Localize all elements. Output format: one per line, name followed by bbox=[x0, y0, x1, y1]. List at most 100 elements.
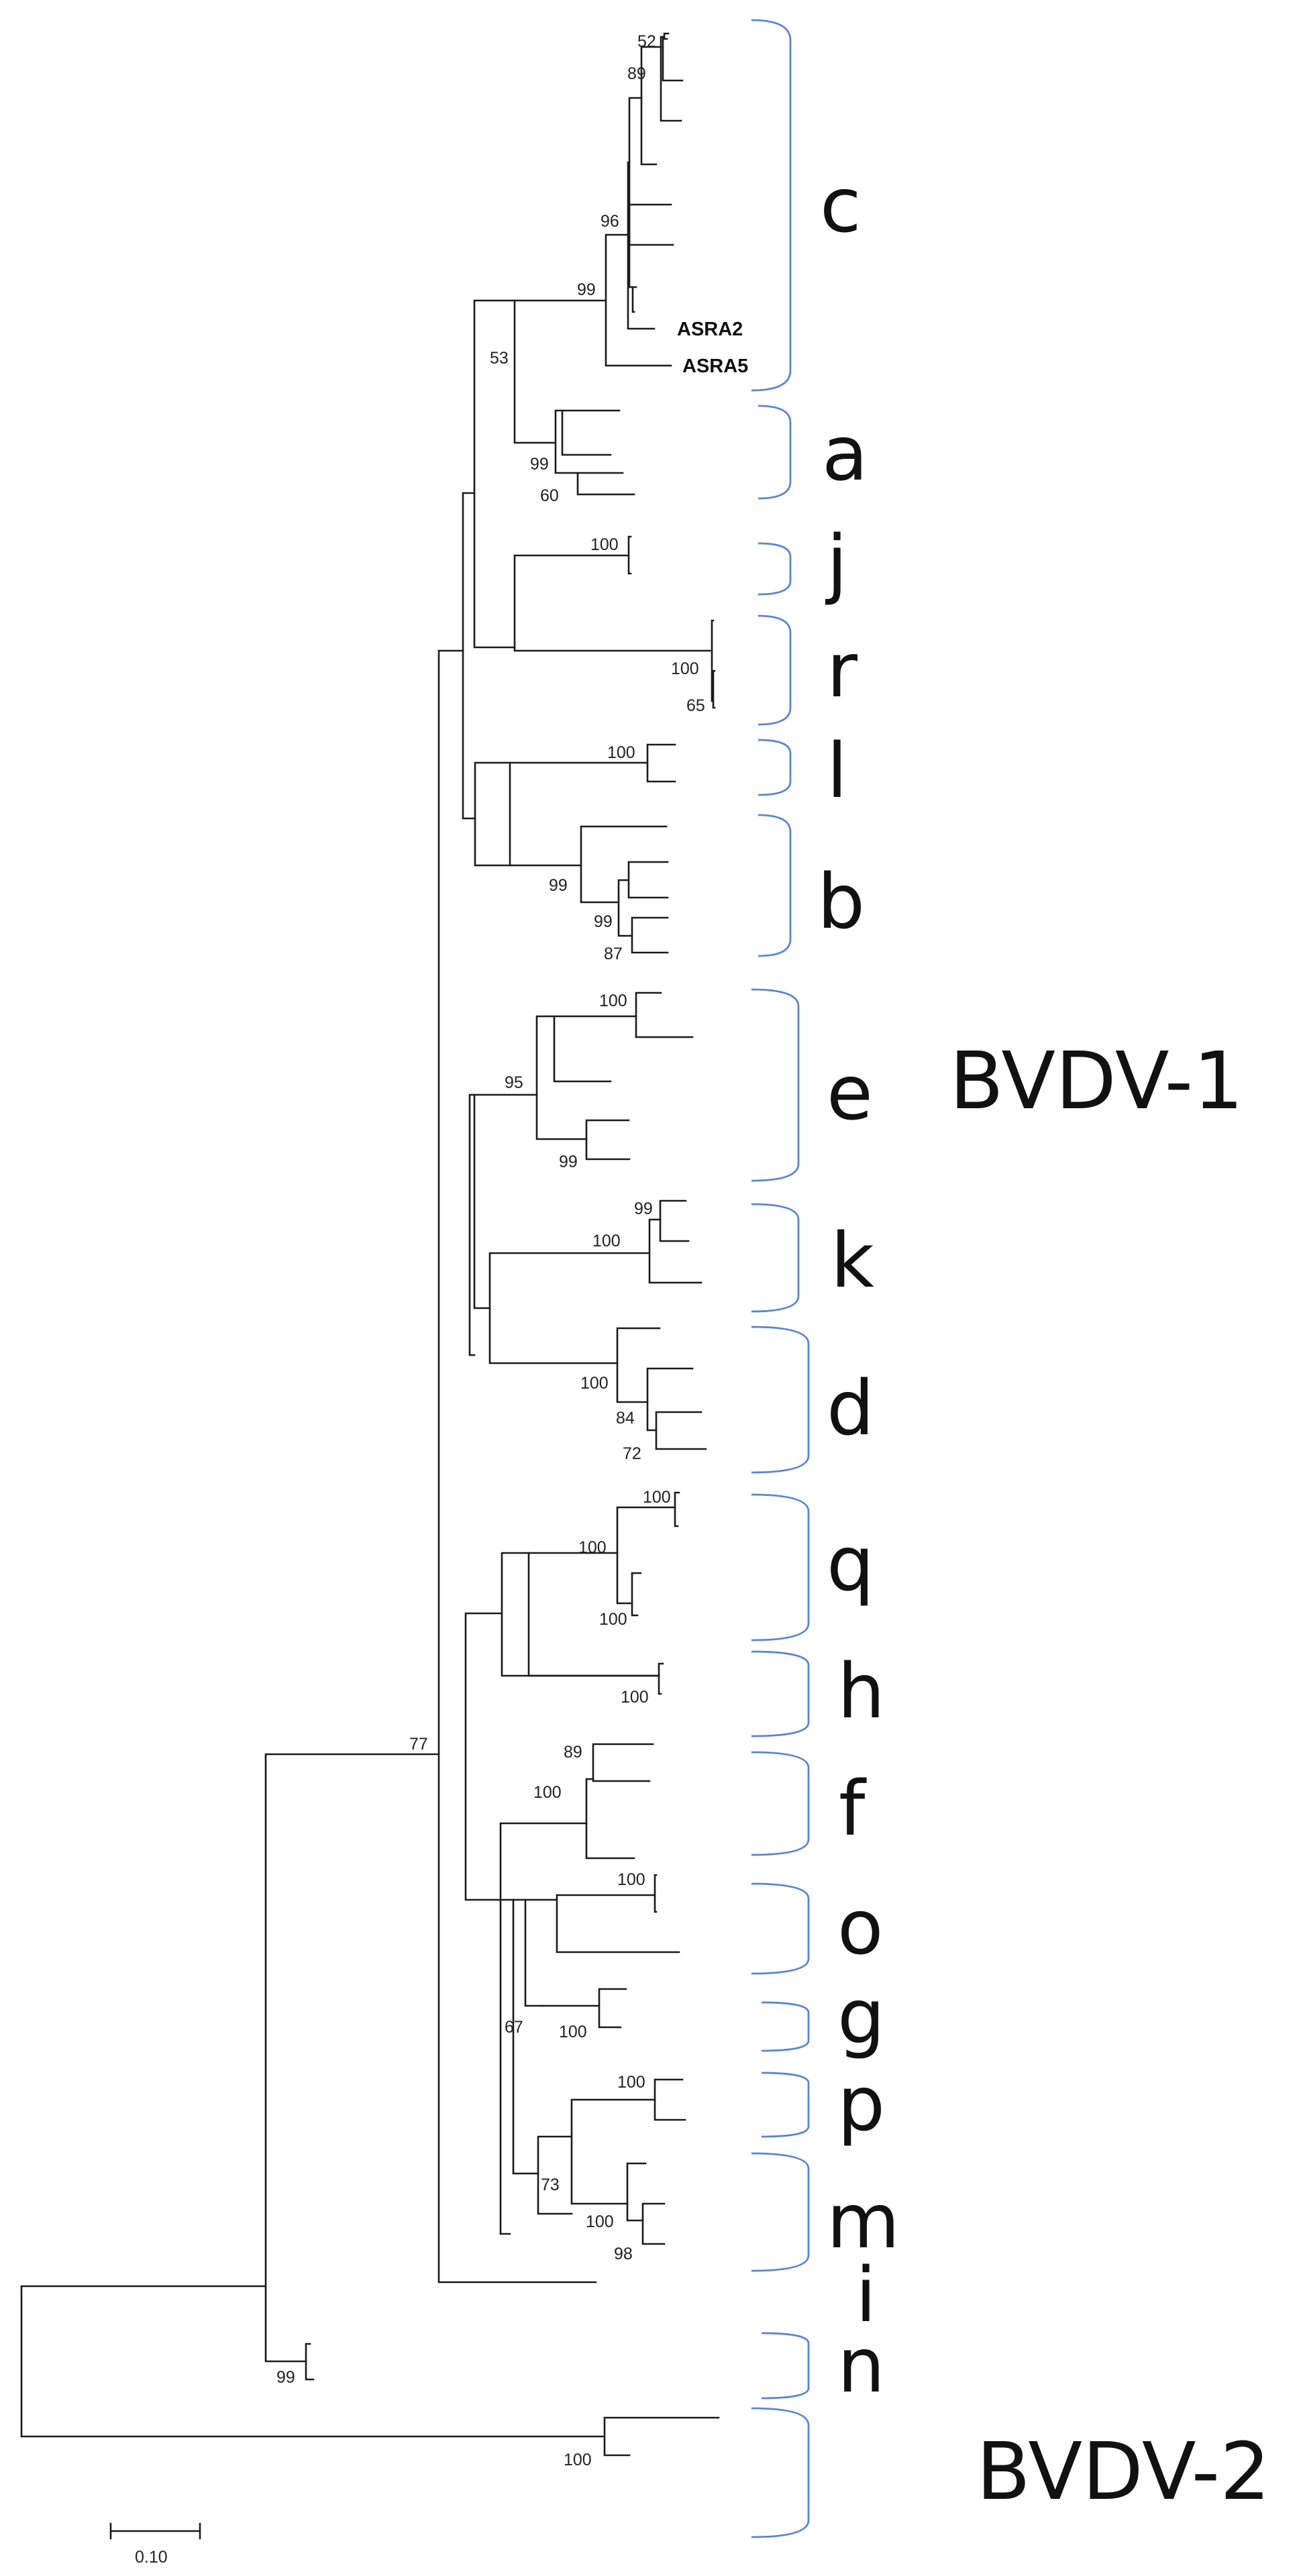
genotype-label-bvdv2: BVDV-2 bbox=[976, 2425, 1270, 2518]
bracket-f bbox=[751, 1751, 810, 1856]
c-clade-node bbox=[605, 233, 672, 367]
subgenotype-label-l: l bbox=[827, 728, 847, 815]
subgenotype-label-e: e bbox=[827, 1050, 873, 1137]
l-b-parent bbox=[474, 761, 511, 867]
f-node-89 bbox=[592, 1743, 654, 1782]
bootstrap-label: 99 bbox=[530, 455, 549, 474]
h-clade-node bbox=[658, 1662, 664, 1695]
e-k-d-node bbox=[473, 1093, 538, 1309]
j-clade-node bbox=[627, 535, 632, 575]
bootstrap-label: 100 bbox=[617, 1870, 645, 1889]
upper-backbone-node bbox=[462, 492, 476, 820]
c-node-lower bbox=[628, 203, 674, 246]
bracket-d bbox=[751, 1326, 810, 1474]
e-node-95 bbox=[553, 1015, 637, 1083]
b-node-87-up bbox=[627, 861, 669, 899]
bracket-n bbox=[761, 2332, 810, 2400]
subgenotype-label-r: r bbox=[827, 627, 858, 714]
bracket-r bbox=[758, 614, 792, 726]
bootstrap-label: 95 bbox=[505, 1073, 523, 1092]
o-g-p-m-node bbox=[512, 1898, 539, 2175]
bootstrap-label: 100 bbox=[599, 1610, 627, 1629]
a-clade-node bbox=[554, 409, 579, 474]
g-clade-node bbox=[598, 1988, 627, 2029]
bracket-g bbox=[761, 2001, 810, 2052]
a-node-60 bbox=[576, 472, 635, 496]
f-clade-node bbox=[585, 1778, 635, 1860]
e-node-100 bbox=[635, 991, 694, 1038]
c-node-asra-parent bbox=[631, 286, 637, 313]
bootstrap-label: 99 bbox=[594, 912, 613, 931]
j-r-node bbox=[513, 554, 713, 652]
subgenotype-label-h: h bbox=[837, 1648, 885, 1735]
bootstrap-label: 98 bbox=[614, 2245, 633, 2263]
bootstrap-label: 60 bbox=[540, 486, 559, 505]
bvdv1-clade-node bbox=[264, 1753, 440, 2363]
bootstrap-label: 99 bbox=[559, 1152, 578, 1171]
bracket-k bbox=[751, 1203, 800, 1313]
q-h-node bbox=[501, 1552, 660, 1677]
c-node-96 bbox=[628, 97, 643, 288]
root-node bbox=[20, 2285, 606, 2438]
bootstrap-label: 100 bbox=[643, 1488, 671, 1507]
bootstrap-label: 100 bbox=[617, 2073, 645, 2092]
subgenotype-label-g: g bbox=[837, 1974, 885, 2061]
o-clade-node bbox=[556, 1894, 680, 1953]
bootstrap-label: 87 bbox=[604, 945, 623, 963]
bootstrap-label: 100 bbox=[578, 1538, 607, 1557]
r-node-65 bbox=[712, 669, 716, 709]
bootstrap-label: 100 bbox=[586, 2212, 614, 2231]
bracket-o bbox=[751, 1882, 810, 1975]
bootstrap-label: 100 bbox=[621, 1688, 649, 1707]
bootstrap-label: 96 bbox=[601, 212, 619, 231]
e-node-99 bbox=[585, 1119, 631, 1161]
bootstrap-label: 77 bbox=[409, 1735, 428, 1754]
q-h-f-parent bbox=[464, 1612, 515, 1901]
bootstrap-label: 99 bbox=[634, 1199, 653, 1218]
bootstrap-label: 100 bbox=[559, 2023, 587, 2041]
bootstrap-label: 53 bbox=[490, 349, 509, 368]
c-node-89-parent bbox=[640, 46, 662, 166]
bracket-p bbox=[761, 2072, 810, 2138]
bootstrap-label: 100 bbox=[580, 1374, 609, 1393]
bootstrap-label: 52 bbox=[637, 32, 656, 51]
p-m-parent bbox=[537, 2135, 573, 2215]
d-node-72 bbox=[655, 1411, 707, 1450]
genotype-label-bvdv1: BVDV-1 bbox=[949, 1034, 1243, 1127]
bootstrap-label: 100 bbox=[533, 1783, 562, 1802]
bracket-q bbox=[751, 1493, 810, 1642]
bootstrap-label: 100 bbox=[592, 1232, 621, 1250]
subgenotype-label-q: q bbox=[827, 1521, 874, 1608]
subgenotype-label-b: b bbox=[817, 859, 865, 946]
bracket-c bbox=[751, 19, 792, 392]
subgenotype-label-j: j bbox=[825, 520, 847, 607]
l-clade-node bbox=[646, 743, 676, 783]
subgenotype-label-a: a bbox=[822, 411, 868, 498]
f-o-g-p-m-parent bbox=[499, 1822, 588, 2235]
bracket-bvdv2 bbox=[751, 2407, 810, 2538]
b-clade-node bbox=[580, 825, 668, 904]
n-clade-node bbox=[305, 2343, 315, 2381]
bootstrap-label: 100 bbox=[607, 743, 635, 762]
d-clade-node bbox=[616, 1327, 661, 1403]
c-node-52 bbox=[662, 36, 684, 82]
bootstrap-label: 73 bbox=[541, 2176, 560, 2194]
bootstrap-label: 99 bbox=[549, 876, 568, 895]
subgenotype-label-k: k bbox=[831, 1218, 874, 1305]
o-g-node bbox=[524, 1898, 558, 2007]
bootstrap-label: 100 bbox=[590, 535, 619, 554]
c-node-52-tips bbox=[663, 32, 670, 40]
bracket-j bbox=[758, 542, 792, 596]
subgenotype-label-o: o bbox=[837, 1884, 884, 1972]
q-clade-node bbox=[616, 1506, 676, 1605]
bracket-a bbox=[758, 405, 792, 500]
c-node-89 bbox=[660, 36, 682, 122]
bracket-b bbox=[758, 814, 792, 957]
subgenotype-label-m: m bbox=[827, 2178, 900, 2265]
l-b-node bbox=[509, 761, 649, 867]
subgenotype-brackets bbox=[751, 19, 810, 2538]
m-clade-node bbox=[626, 2162, 647, 2222]
bootstrap-label: 99 bbox=[276, 2368, 295, 2387]
taxon-label-asra5: ASRA5 bbox=[682, 356, 748, 377]
